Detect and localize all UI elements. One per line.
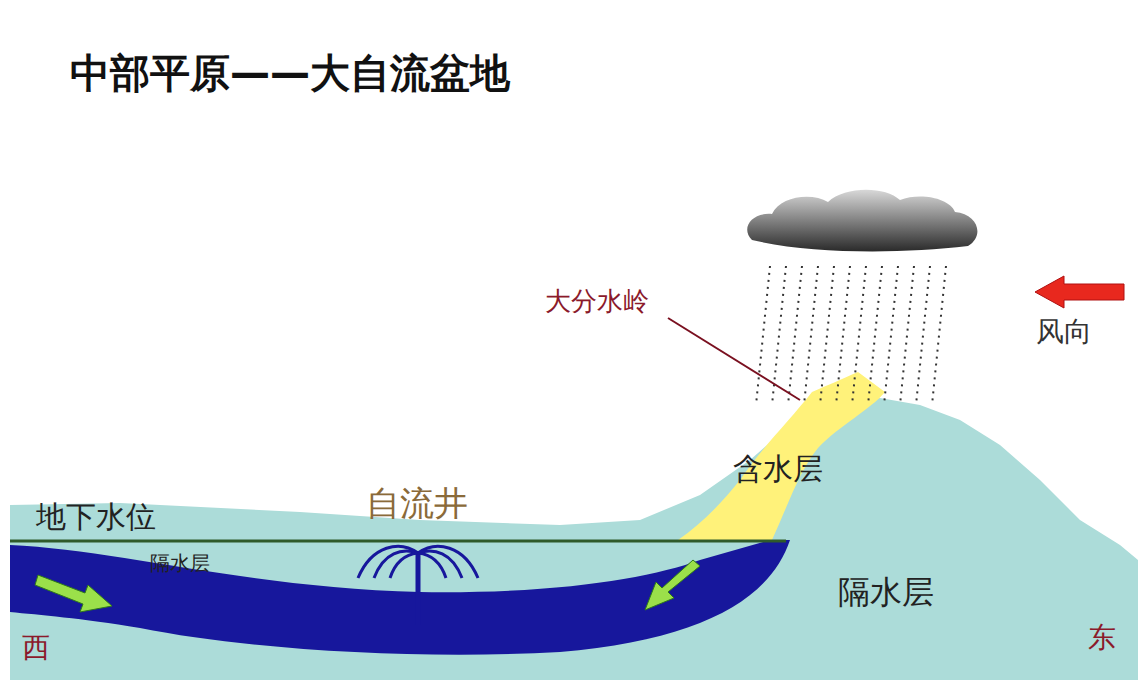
wind-arrow — [1035, 276, 1124, 308]
aquitard-label: 隔水层 — [150, 552, 210, 575]
confined-aquifer — [10, 540, 790, 655]
aquifer-label: 含水层 — [733, 452, 823, 487]
rain-stroke — [836, 266, 850, 405]
rain-stroke — [932, 266, 946, 405]
flow-arrow — [35, 575, 112, 612]
rain-stroke — [820, 266, 834, 405]
wind-label: 风向 — [1036, 316, 1092, 348]
flow-arrow — [645, 560, 700, 610]
rain-stroke — [788, 266, 802, 405]
east-label: 东 — [1088, 622, 1116, 654]
title: 中部平原——大自流盆地 — [70, 50, 510, 96]
rain-stroke — [900, 266, 914, 405]
leader-line — [668, 318, 800, 400]
well-pipe — [416, 552, 421, 625]
fountain — [358, 546, 478, 578]
west-label: 西 — [22, 632, 50, 664]
rain-stroke — [852, 266, 866, 405]
rain-stroke — [868, 266, 882, 405]
groundwater-label: 地下水位 — [36, 500, 156, 535]
rain-stroke — [916, 266, 930, 405]
rain-cloud — [747, 190, 977, 252]
rain — [756, 266, 946, 405]
ground — [10, 398, 1138, 680]
rain-stroke — [804, 266, 818, 405]
rain-stroke — [756, 266, 770, 405]
watershed-label: 大分水岭 — [545, 287, 649, 317]
rain-stroke — [884, 266, 898, 405]
well-label: 自流井 — [366, 484, 468, 523]
groundwater-level-line — [10, 540, 786, 543]
recharge-aquifer — [678, 372, 885, 540]
aquitard-label: 隔水层 — [838, 574, 934, 611]
